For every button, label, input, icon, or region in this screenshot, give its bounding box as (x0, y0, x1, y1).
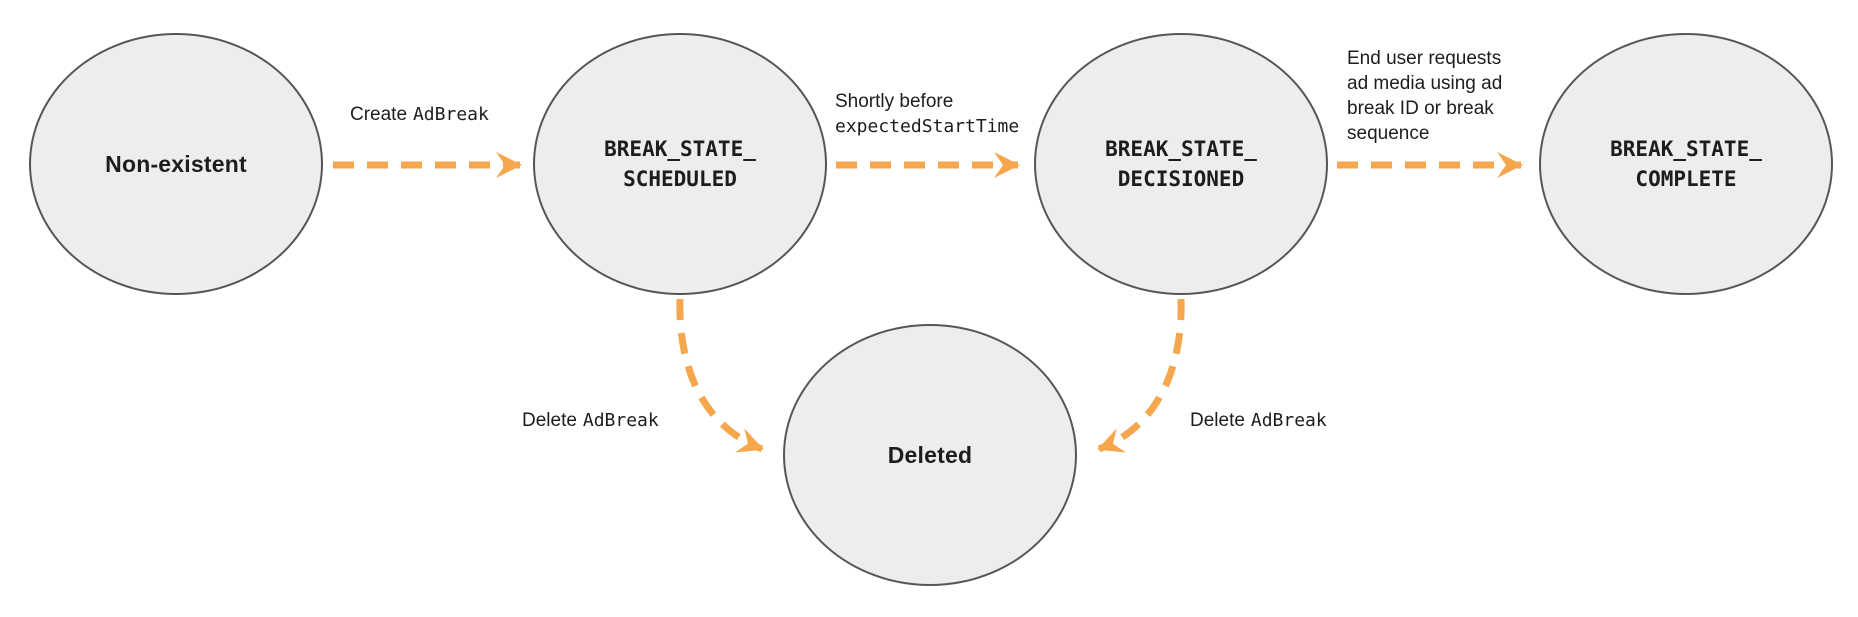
transition-create-code: AdBreak (412, 104, 489, 125)
state-complete-label-line2: COMPLETE (1635, 167, 1737, 191)
transition-delete-right-plain: Delete (1190, 410, 1245, 431)
state-non-existent: Non-existent (29, 33, 323, 295)
state-break-state-scheduled: BREAK_STATE_ SCHEDULED (533, 33, 827, 295)
arrow-delete-from-scheduled (676, 298, 764, 453)
transition-shortly-line2-code: expectedStartTime (835, 116, 1020, 137)
transition-create-plain: Create (350, 104, 408, 125)
state-decisioned-label-line1: BREAK_STATE_ (1105, 137, 1257, 161)
state-break-state-decisioned: BREAK_STATE_ DECISIONED (1034, 33, 1328, 295)
transition-delete-left-plain: Delete (522, 410, 577, 431)
transition-label-shortly-before: Shortly before expectedStartTime (835, 89, 1019, 139)
state-complete-label-line1: BREAK_STATE_ (1610, 137, 1762, 161)
transition-enduser-line2: ad media using ad (1347, 73, 1503, 94)
state-scheduled-label-line1: BREAK_STATE_ (604, 137, 756, 161)
transition-delete-left-code: AdBreak (582, 410, 659, 431)
transition-enduser-line4: sequence (1347, 123, 1430, 144)
transition-enduser-line1: End user requests (1347, 48, 1502, 69)
state-deleted-label: Deleted (887, 441, 973, 468)
state-deleted: Deleted (783, 324, 1077, 586)
transition-shortly-line1: Shortly before (835, 91, 954, 112)
state-non-existent-label: Non-existent (105, 150, 247, 177)
state-decisioned-label-line2: DECISIONED (1117, 167, 1245, 191)
transition-enduser-line3: break ID or break (1347, 98, 1494, 119)
state-scheduled-label-line2: SCHEDULED (623, 167, 737, 191)
transition-delete-right-code: AdBreak (1250, 410, 1327, 431)
arrow-delete-from-decisioned (1097, 298, 1185, 453)
state-break-state-complete: BREAK_STATE_ COMPLETE (1539, 33, 1833, 295)
transition-label-end-user-request: End user requests ad media using ad brea… (1347, 46, 1502, 146)
